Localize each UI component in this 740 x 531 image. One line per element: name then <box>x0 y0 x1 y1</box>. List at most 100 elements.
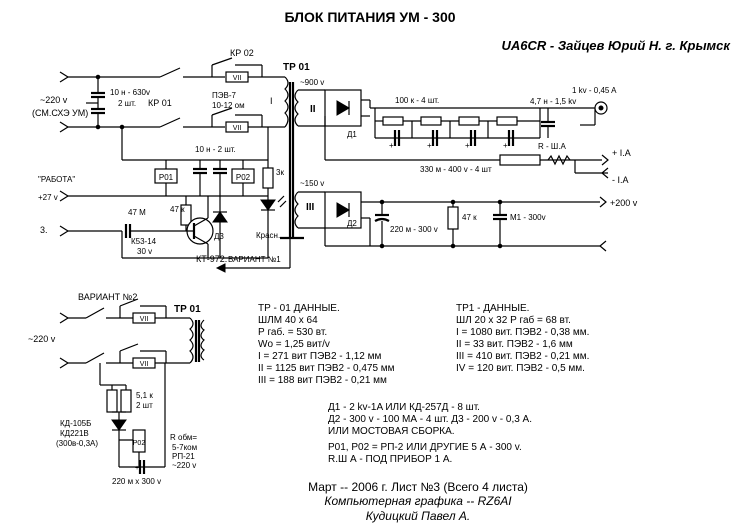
terminal-v2-bottom <box>59 357 70 369</box>
resistor-3k <box>262 167 274 189</box>
secondary-150v-label: ~150 v <box>300 179 324 188</box>
resistor-v2-vii-a-label: VII <box>140 316 149 323</box>
tr01-v2-secondary-coil <box>200 319 205 361</box>
variant1-label: ВАРИАНТ №1 <box>228 255 281 264</box>
terminal-mains-bottom <box>59 121 70 133</box>
switch-kr01-a <box>159 67 181 78</box>
input-cap-label: 10 н - 630v <box>110 88 150 97</box>
r-obm-label: R обм= <box>170 433 197 442</box>
tp01-line-6: III = 188 вит ПЭВ2 - 0,21 мм <box>258 375 387 386</box>
cap-plus-3: + <box>465 141 470 150</box>
tr01-primary-coil <box>284 76 289 128</box>
tp1-line-4: III = 410 вит. ПЭВ2 - 0,21 мм. <box>456 351 589 362</box>
pev7-label: ПЭВ-7 <box>212 91 237 100</box>
secondary-iii-label: III <box>306 202 315 213</box>
pin3-label: 3. <box>40 225 48 235</box>
tp1-data-block: ТР1 - ДАННЫЕ. ШЛ 20 х 32 Р габ = 68 вт. … <box>456 303 589 374</box>
cap-47m-label: 47 М <box>128 208 146 217</box>
tp1-line-0: ТР1 - ДАННЫЕ. <box>456 303 529 314</box>
terminal-ground <box>599 240 607 252</box>
relay-note-0: Р01, Р02 = РП-2 ИЛИ ДРУГИЕ 5 А - 300 v. <box>328 442 522 453</box>
tp1-line-3: II = 33 вит. ПЭВ2 - 1,6 мм <box>456 339 573 350</box>
diode-kd105 <box>111 419 127 431</box>
tr01-label: ТР 01 <box>283 62 310 73</box>
resistor-shunt <box>547 154 571 166</box>
kt972-label: КТ-972. <box>196 254 227 264</box>
kd221-label: КД221В <box>60 429 89 438</box>
cap-plus-4: + <box>503 141 508 150</box>
footer-author: Кудицкий Павел А. <box>366 509 471 523</box>
footer-graphics: Компьютерная графика -- RZ6AI <box>324 494 512 508</box>
mains-v2-label: ~220 v <box>28 334 56 344</box>
led-label: Красн. <box>256 231 280 240</box>
relay-p02-label: Р02 <box>236 173 251 182</box>
transformer-tr01: ТР 01 ~900 v II ~150 v III <box>280 62 325 240</box>
mains-input-section: ~220 v (СМ.СХЭ УМ) 10 н - 630v 2 шт. КР … <box>32 48 285 133</box>
shunt-label: R - Ш.А <box>538 142 566 151</box>
resistor-pev7-a-label: VII <box>233 75 242 82</box>
tp01-line-5: II = 1125 вит ПЭВ2 - 0,475 мм <box>258 363 395 374</box>
tp1-line-1: ШЛ 20 х 32 Р габ = 68 вт. <box>456 314 571 326</box>
hv-rectifier-section: Д1 100 к - 4 шт. <box>324 86 631 185</box>
author-line: UA6CR - Зайцев Юрий Н. г. Крымск <box>501 38 731 53</box>
relay-p01-label: Р01 <box>159 173 174 182</box>
tp1-line-2: I = 1080 вит. ПЭВ2 - 0,38 мм. <box>456 327 589 338</box>
tr01-secondary-iii-coil <box>294 191 299 229</box>
variant2-label: ВАРИАНТ №2 <box>78 292 137 302</box>
resistor-100k-2 <box>420 116 442 126</box>
terminal-pin3 <box>59 225 70 237</box>
relay-note-1: R.Ш А - ПОД ПРИБОР 1 А. <box>328 454 452 465</box>
plus27-label: +27 v <box>38 193 58 202</box>
tp01-line-2: Р габ. = 530 вт. <box>258 326 327 338</box>
cap-100k-label: 100 к - 4 шт. <box>395 96 439 105</box>
diode-notes-block: Д1 - 2 kv-1A ИЛИ КД-257Д - 8 шт. Д2 - 30… <box>328 402 532 437</box>
tp01-data-block: ТР - 01 ДАННЫЕ. ШЛМ 40 х 64 Р габ. = 530… <box>258 303 395 386</box>
mains-note: (СМ.СХЭ УМ) <box>32 108 88 118</box>
r51k-count: 2 шт <box>136 401 153 410</box>
kr02-label: КР 02 <box>230 48 254 58</box>
diode-note-2: ИЛИ МОСТОВАЯ СБОРКА. <box>328 426 455 437</box>
switch-kr02-b <box>211 107 233 116</box>
cap-47n-label: 4,7 н - 1,5 kv <box>530 97 576 106</box>
resistor-v2-vii-b-label: VII <box>140 361 149 368</box>
r51k-label: 5,1 к <box>136 391 153 400</box>
kr01-label: КР 01 <box>148 98 172 108</box>
bleeder-47k-label: 47 к <box>462 213 477 222</box>
d1-label: Д1 <box>347 130 357 139</box>
terminal-ia-plus <box>601 154 609 166</box>
d3-label: Д3 <box>214 232 224 241</box>
kd105-label: КД-105Б <box>60 419 91 428</box>
page-title: БЛОК ПИТАНИЯ УМ - 300 <box>284 9 455 25</box>
output-1kv-label: 1 kv - 0,45 A <box>572 86 617 95</box>
cap-10n-label: 10 н - 2 шт. <box>195 145 236 154</box>
control-section: "РАБОТА" +27 v 3. 47 М К53-14 30 v Р01 4… <box>38 124 291 273</box>
diode-d3 <box>212 211 228 223</box>
cap-m1-label: М1 - 300v <box>510 213 546 222</box>
mains-label: ~220 v <box>40 95 68 105</box>
kd-spec-label: (300в-0,3А) <box>56 439 98 448</box>
cap-220m-label: 220 м - 300 v <box>390 225 438 234</box>
terminal-v2-top <box>59 312 70 324</box>
k53-label: К53-14 <box>131 237 157 246</box>
k53-voltage: 30 v <box>137 247 152 256</box>
variant2-section: ВАРИАНТ №2 ~220 v VII VII ТР 01 <box>28 292 205 486</box>
switch-kr01-b <box>159 117 181 128</box>
cap-220x300-label: 220 м х 300 v <box>112 477 161 486</box>
lv-rectifier-section: Д2 220 м - 300 v 47 к М1 - 300v +200 v <box>324 191 638 252</box>
tr01-v2-label: ТР 01 <box>174 304 201 315</box>
resistor-51k-a <box>106 389 118 413</box>
tp1-line-5: IV = 120 вит. ПЭВ2 - 0,5 мм. <box>456 363 585 374</box>
relay-p02-v2-label: Р02 <box>133 440 146 447</box>
resistor-47k-bleeder <box>447 206 459 230</box>
tr01-secondary-ii-coil <box>294 89 299 127</box>
terminal-27v <box>59 190 70 202</box>
diode-note-1: Д2 - 300 v - 100 МА - 4 шт. Д3 - 200 v -… <box>328 414 532 425</box>
tp01-line-4: I = 271 вит ПЭВ2 - 1,12 мм <box>258 351 382 362</box>
resistor-v2-vii-a <box>132 312 156 324</box>
tp01-line-1: ШЛМ 40 х 64 <box>258 315 318 326</box>
footer: Март -- 2006 г. Лист №3 (Всего 4 листа) … <box>308 480 528 523</box>
resistor-51k-b <box>120 389 132 413</box>
resistor-100k-3 <box>458 116 480 126</box>
resistor-3k-label: 3к <box>276 168 284 177</box>
